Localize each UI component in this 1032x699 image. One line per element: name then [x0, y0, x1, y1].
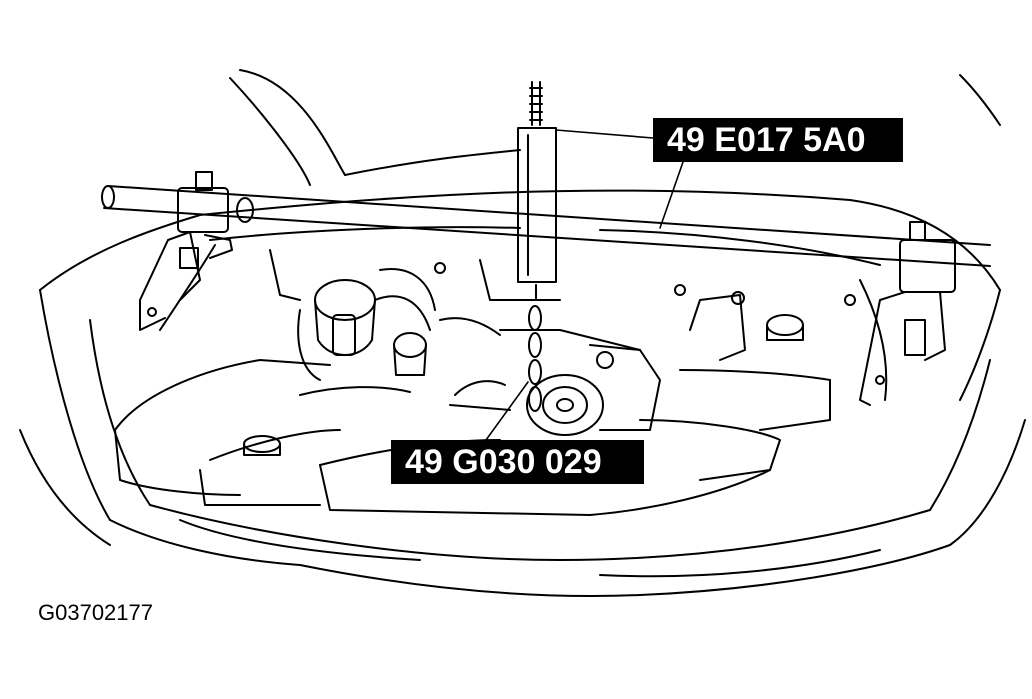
figure-id-label: G03702177 [38, 600, 153, 625]
brake-master-cylinder [297, 268, 436, 381]
callout-engine-hanger: 49 G030 029 [391, 440, 644, 484]
callout-engine-support-bar: 49 E017 5A0 [653, 118, 903, 162]
left-support-bracket [139, 171, 233, 331]
right-side-components [434, 262, 856, 431]
engine-hanger-assembly [517, 81, 557, 412]
leader-lines [485, 129, 684, 441]
right-support-bracket [859, 221, 956, 406]
front-components [114, 359, 781, 516]
engine-support-bar [101, 185, 991, 267]
engine-accessories [439, 317, 661, 436]
vehicle-body-outline [19, 189, 1026, 597]
windshield-outline [229, 69, 1001, 186]
